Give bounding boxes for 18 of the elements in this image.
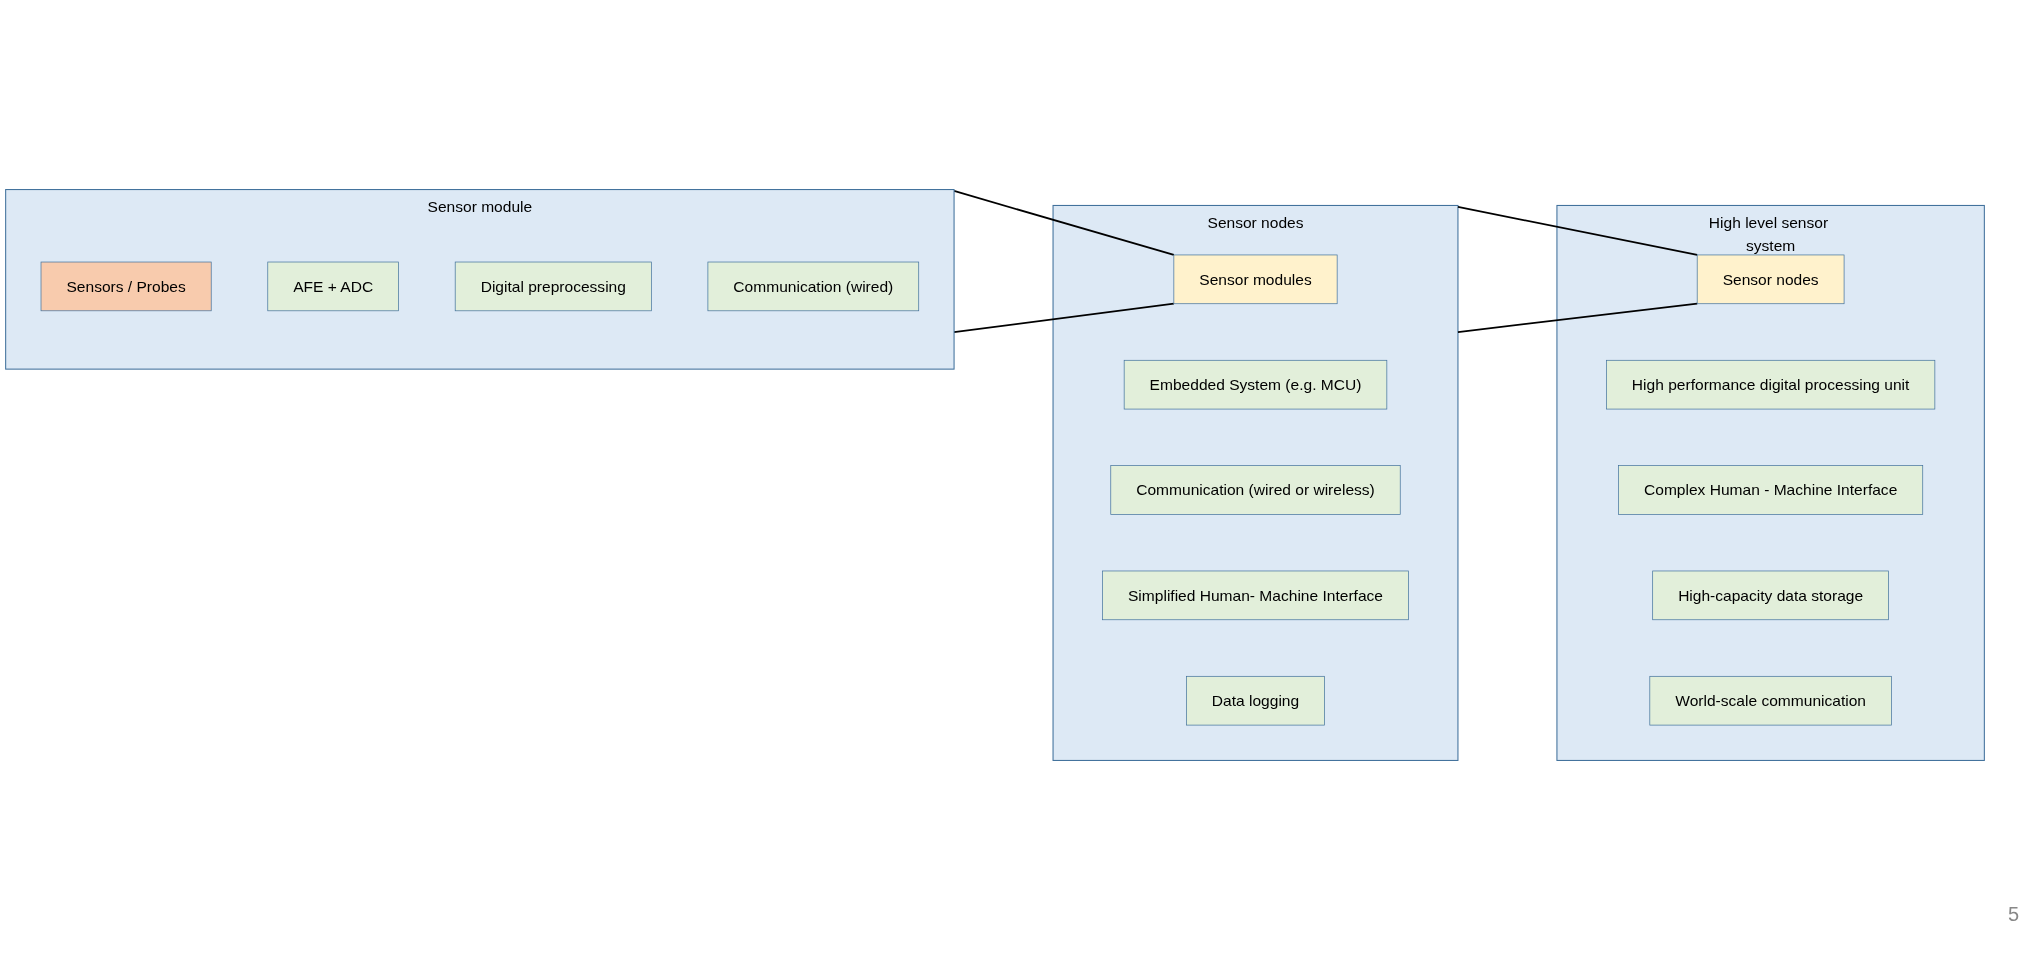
page-number: 5 (2007, 903, 2019, 926)
node-box: Digital preprocessing (454, 261, 652, 312)
node-box: High-capacity data storage (1652, 570, 1889, 621)
node-box: Sensor modules (1173, 254, 1338, 305)
node-box: Communication (wired) (707, 261, 920, 312)
node-box: World-scale communication (1649, 675, 1892, 726)
connector (1457, 206, 1699, 256)
connector (953, 190, 1175, 256)
node-box: High performance digital processing unit (1606, 359, 1936, 410)
node-box: Simplified Human- Machine Interface (1102, 570, 1409, 621)
node-box: Sensors / Probes (40, 261, 212, 312)
node-box: Sensor nodes (1696, 254, 1845, 305)
connector (1457, 302, 1699, 333)
node-box: Complex Human - Machine Interface (1618, 465, 1924, 515)
node-box: Communication (wired or wireless) (1110, 465, 1401, 515)
node-box: Data logging (1186, 675, 1325, 726)
node-box: AFE + ADC (267, 261, 399, 312)
node-box: Embedded System (e.g. MCU) (1123, 359, 1388, 410)
